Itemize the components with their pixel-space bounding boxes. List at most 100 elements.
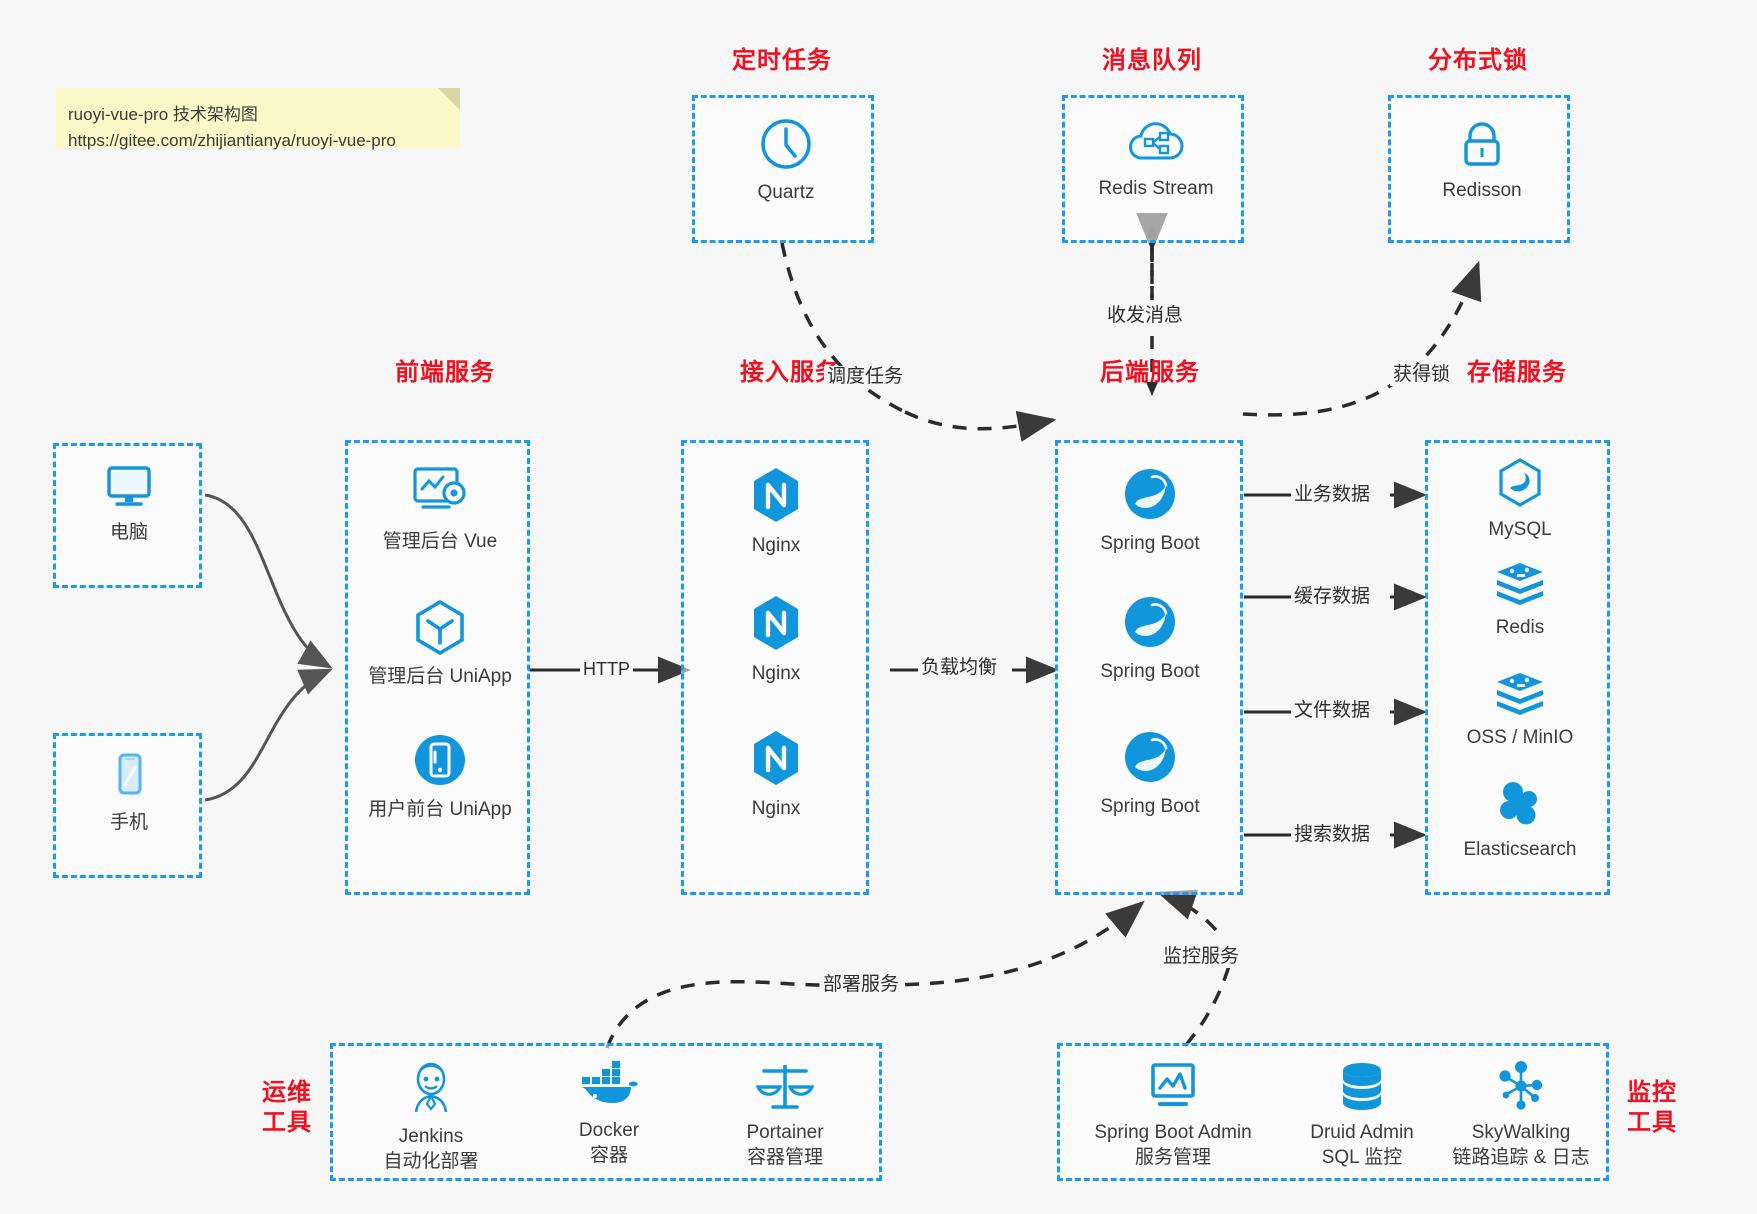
node-admin-vue[interactable]: 管理后台 Vue: [360, 463, 520, 554]
node-label: 用户前台 UniApp: [368, 799, 512, 820]
node-spring-boot-admin[interactable]: Spring Boot Admin 服务管理: [1073, 1060, 1273, 1171]
edge-label-http: HTTP: [580, 658, 633, 680]
node-user-uniapp[interactable]: 用户前台 UniApp: [360, 731, 520, 822]
clock-icon: [761, 119, 811, 169]
scales-balance-icon: [756, 1065, 814, 1109]
spring-leaf-icon: [1125, 469, 1175, 519]
node-label: Jenkins: [398, 1126, 464, 1147]
node-label: SkyWalking: [1471, 1122, 1571, 1143]
group-scheduler[interactable]: Quartz: [692, 95, 874, 243]
node-label: Portainer: [746, 1122, 824, 1143]
node-label: OSS / MinIO: [1466, 727, 1574, 748]
edge-label-cache-data: 缓存数据: [1291, 586, 1374, 608]
node-label: Elasticsearch: [1463, 839, 1577, 860]
node-sublabel: SQL 监控: [1321, 1147, 1403, 1168]
group-monitor[interactable]: Spring Boot Admin 服务管理 Druid Admin SQL 监…: [1057, 1043, 1609, 1181]
group-lock[interactable]: Redisson: [1388, 95, 1570, 243]
node-springboot-2[interactable]: Spring Boot: [1070, 593, 1230, 684]
node-admin-uniapp[interactable]: 管理后台 UniApp: [360, 598, 520, 689]
node-nginx-3[interactable]: Nginx: [696, 728, 856, 821]
jenkins-butler-icon: [414, 1062, 448, 1113]
note-title: ruoyi-vue-pro 技术架构图: [68, 105, 258, 124]
group-devops[interactable]: Jenkins 自动化部署 Docker 容器: [330, 1043, 882, 1181]
group-storage[interactable]: MySQL Redis OSS / MinIO: [1425, 440, 1610, 895]
group-title-backend: 后端服务: [1100, 359, 1200, 386]
edge-label-deploy: 部署服务: [820, 974, 903, 996]
node-label: 手机: [109, 812, 148, 833]
node-label: Nginx: [751, 798, 801, 819]
group-backend[interactable]: Spring Boot Spring Boot Spring Boot: [1055, 440, 1243, 895]
node-mysql[interactable]: MySQL: [1440, 457, 1600, 542]
node-sublabel: 自动化部署: [383, 1151, 479, 1172]
node-quartz[interactable]: Quartz: [706, 116, 866, 205]
group-title-gateway: 接入服务: [740, 359, 840, 386]
spring-leaf-icon: [1125, 732, 1175, 782]
node-docker[interactable]: Docker 容器: [529, 1060, 689, 1169]
node-mobile[interactable]: 手机: [49, 750, 209, 835]
monitor-chart-icon: [1151, 1063, 1195, 1106]
node-label: Quartz: [757, 182, 815, 203]
group-title-mq: 消息队列: [1102, 47, 1202, 74]
skywalking-node-icon: [1499, 1061, 1543, 1110]
group-title-monitor: 监控 工具: [1620, 1078, 1684, 1138]
node-sublabel: 链路追踪 & 日志: [1452, 1147, 1590, 1168]
node-redis-stream[interactable]: Redis Stream: [1076, 116, 1236, 201]
node-springboot-1[interactable]: Spring Boot: [1070, 465, 1230, 556]
edge-label-schedule: 调度任务: [824, 366, 907, 388]
node-nginx-1[interactable]: Nginx: [696, 465, 856, 558]
redis-stack-icon: [1497, 673, 1543, 715]
node-nginx-2[interactable]: Nginx: [696, 593, 856, 686]
nginx-icon: [754, 731, 798, 785]
diagram-note: ruoyi-vue-pro 技术架构图 https://gitee.com/zh…: [56, 88, 460, 150]
spring-leaf-icon: [1125, 597, 1175, 647]
node-portainer[interactable]: Portainer 容器管理: [705, 1060, 865, 1171]
monitor-title-line2: 工具: [1627, 1109, 1677, 1136]
node-label: Redis Stream: [1098, 178, 1214, 199]
node-sublabel: 服务管理: [1134, 1147, 1211, 1168]
nginx-icon: [754, 596, 798, 650]
node-label: Docker: [578, 1120, 640, 1141]
hexagon-cube-icon: [416, 599, 464, 656]
node-label: 电脑: [109, 522, 148, 543]
group-title-devops: 运维 工具: [255, 1078, 319, 1138]
group-title-frontend: 前端服务: [395, 359, 495, 386]
node-elasticsearch[interactable]: Elasticsearch: [1440, 779, 1600, 862]
mysql-dolphin-icon: [1499, 458, 1541, 507]
group-gateway[interactable]: Nginx Nginx Nginx: [681, 440, 869, 895]
cloud-stream-icon: [1129, 122, 1184, 160]
group-title-scheduler: 定时任务: [732, 47, 832, 74]
node-desktop[interactable]: 电脑: [49, 460, 209, 545]
group-mq[interactable]: Redis Stream: [1062, 95, 1244, 243]
node-label: MySQL: [1488, 519, 1552, 540]
node-redis[interactable]: Redis: [1440, 559, 1600, 640]
node-redisson[interactable]: Redisson: [1402, 116, 1562, 203]
app-circle-icon: [415, 735, 465, 785]
edge-label-file-data: 文件数据: [1291, 700, 1374, 722]
node-label: Redisson: [1442, 180, 1522, 201]
group-client-mobile[interactable]: 手机: [53, 733, 202, 878]
group-title-storage: 存储服务: [1467, 359, 1567, 386]
node-label: Spring Boot: [1100, 661, 1200, 682]
node-label: Redis: [1495, 617, 1545, 638]
note-url: https://gitee.com/zhijiantianya/ruoyi-vu…: [68, 131, 396, 150]
note-fold-corner: [438, 88, 460, 110]
group-frontend[interactable]: 管理后台 Vue 管理后台 UniApp 用户前台 UniApp: [345, 440, 530, 895]
edge-label-lock: 获得锁: [1390, 364, 1454, 386]
node-druid-admin[interactable]: Druid Admin SQL 监控: [1282, 1060, 1442, 1171]
group-title-lock: 分布式锁: [1428, 47, 1528, 74]
edge-label-search-data: 搜索数据: [1291, 824, 1374, 846]
monitor-title-line1: 监控: [1627, 1079, 1677, 1106]
node-springboot-3[interactable]: Spring Boot: [1070, 728, 1230, 819]
node-label: Nginx: [751, 535, 801, 556]
node-label: Spring Boot: [1100, 796, 1200, 817]
group-client-desktop[interactable]: 电脑: [53, 443, 202, 588]
docker-whale-icon: [581, 1061, 638, 1103]
desktop-monitor-icon: [107, 466, 151, 506]
devops-title-line2: 工具: [262, 1109, 312, 1136]
node-skywalking[interactable]: SkyWalking 链路追踪 & 日志: [1436, 1060, 1606, 1171]
node-label: Nginx: [751, 663, 801, 684]
node-oss-minio[interactable]: OSS / MinIO: [1440, 669, 1600, 750]
node-sublabel: 容器管理: [746, 1147, 823, 1168]
node-jenkins[interactable]: Jenkins 自动化部署: [351, 1060, 511, 1175]
lock-icon: [1464, 122, 1500, 166]
